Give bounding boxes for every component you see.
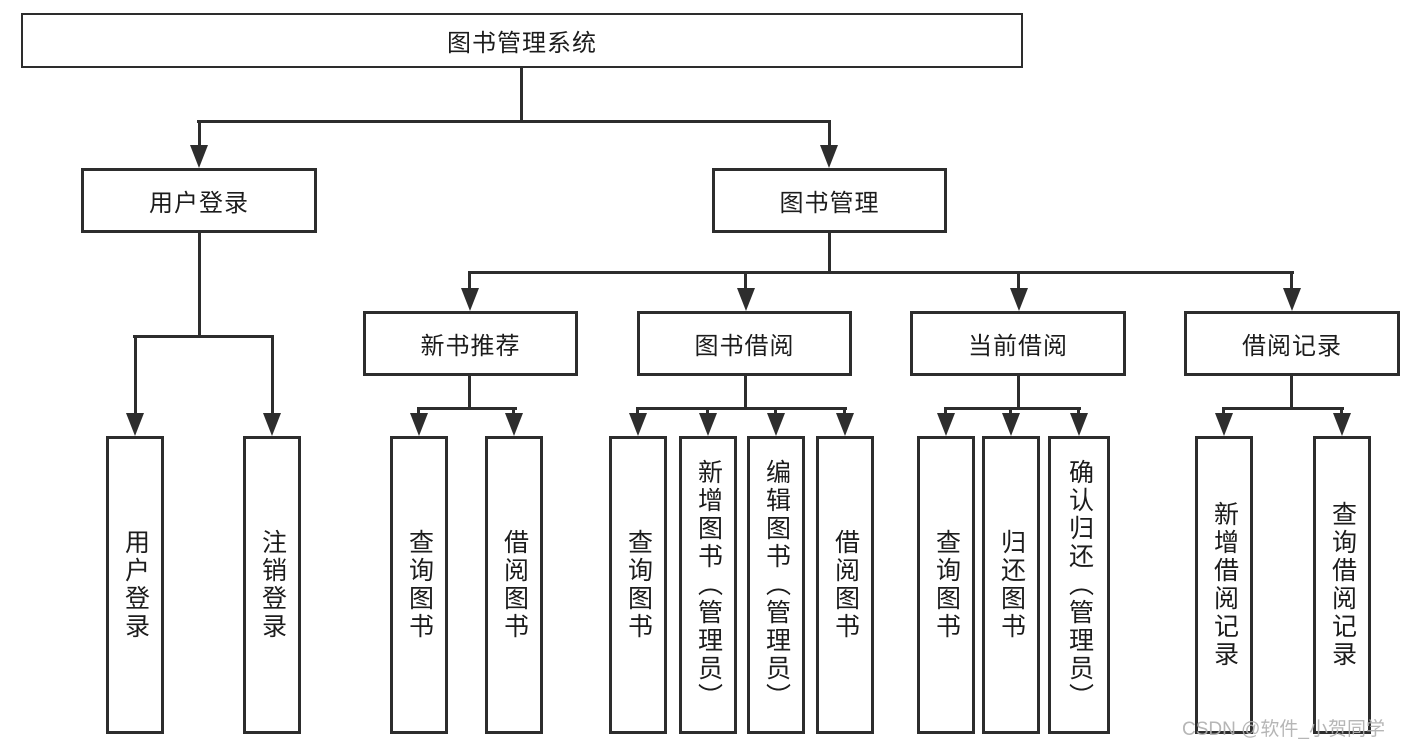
node-current-borrowing: 当前借阅: [910, 311, 1126, 376]
connector-line: [468, 271, 1294, 274]
leaf-logout: 注销登录: [243, 436, 301, 734]
connector-line: [417, 407, 420, 416]
arrow-down-icon: [1283, 288, 1301, 311]
connector-line: [1009, 407, 1012, 416]
connector-line: [636, 407, 847, 410]
arrow-down-icon: [126, 413, 144, 436]
leaf-confirm-return-admin: 确认归还（管理员）: [1048, 436, 1110, 734]
connector-line: [1340, 407, 1343, 416]
arrow-down-icon: [699, 413, 717, 436]
leaf-query-books-borrow: 查询图书: [609, 436, 667, 734]
arrow-down-icon: [1215, 413, 1233, 436]
leaf-add-borrow-record: 新增借阅记录: [1195, 436, 1253, 734]
arrow-down-icon: [461, 288, 479, 311]
connector-line: [271, 335, 274, 415]
connector-line: [1077, 407, 1080, 416]
connector-line: [512, 407, 515, 416]
connector-line: [1222, 407, 1344, 410]
leaf-query-books-recommend: 查询图书: [390, 436, 448, 734]
arrow-down-icon: [1002, 413, 1020, 436]
arrow-down-icon: [737, 288, 755, 311]
leaf-user-login: 用户登录: [106, 436, 164, 734]
node-user-login: 用户登录: [81, 168, 317, 233]
connector-line: [198, 120, 201, 148]
connector-line: [843, 407, 846, 416]
node-borrowing-records: 借阅记录: [1184, 311, 1400, 376]
node-book-management-system: 图书管理系统: [21, 13, 1023, 68]
arrow-down-icon: [836, 413, 854, 436]
connector-line: [1290, 376, 1293, 410]
connector-line: [133, 335, 274, 338]
arrow-down-icon: [937, 413, 955, 436]
connector-line: [198, 233, 201, 337]
arrow-down-icon: [505, 413, 523, 436]
connector-line: [468, 376, 471, 410]
arrow-down-icon: [820, 145, 838, 168]
node-book-borrowing: 图书借阅: [637, 311, 852, 376]
connector-line: [417, 407, 517, 410]
arrow-down-icon: [1010, 288, 1028, 311]
connector-line: [944, 407, 947, 416]
leaf-borrow-books-borrow: 借阅图书: [816, 436, 874, 734]
arrow-down-icon: [190, 145, 208, 168]
connector-line: [828, 233, 831, 273]
connector-line: [1290, 271, 1293, 288]
arrow-down-icon: [767, 413, 785, 436]
connector-line: [134, 335, 137, 415]
connector-line: [636, 407, 639, 416]
connector-line: [774, 407, 777, 416]
leaf-query-borrow-record: 查询借阅记录: [1313, 436, 1371, 734]
arrow-down-icon: [1070, 413, 1088, 436]
connector-line: [197, 120, 831, 123]
connector-line: [1222, 407, 1225, 416]
watermark: CSDN @软件_小贺同学: [1182, 719, 1385, 740]
arrow-down-icon: [1333, 413, 1351, 436]
connector-line: [744, 271, 747, 288]
leaf-return-books: 归还图书: [982, 436, 1040, 734]
connector-line: [706, 407, 709, 416]
leaf-add-books-admin: 新增图书（管理员）: [679, 436, 737, 734]
arrow-down-icon: [263, 413, 281, 436]
leaf-query-books-current: 查询图书: [917, 436, 975, 734]
connector-line: [828, 120, 831, 148]
connector-line: [520, 68, 523, 123]
connector-line: [468, 271, 471, 288]
connector-line: [744, 376, 747, 410]
node-book-management: 图书管理: [712, 168, 947, 233]
arrow-down-icon: [410, 413, 428, 436]
leaf-borrow-books-recommend: 借阅图书: [485, 436, 543, 734]
connector-line: [1017, 376, 1020, 410]
leaf-edit-books-admin: 编辑图书（管理员）: [747, 436, 805, 734]
arrow-down-icon: [629, 413, 647, 436]
node-new-book-recommendation: 新书推荐: [363, 311, 578, 376]
connector-line: [1017, 271, 1020, 288]
connector-line: [944, 407, 1081, 410]
